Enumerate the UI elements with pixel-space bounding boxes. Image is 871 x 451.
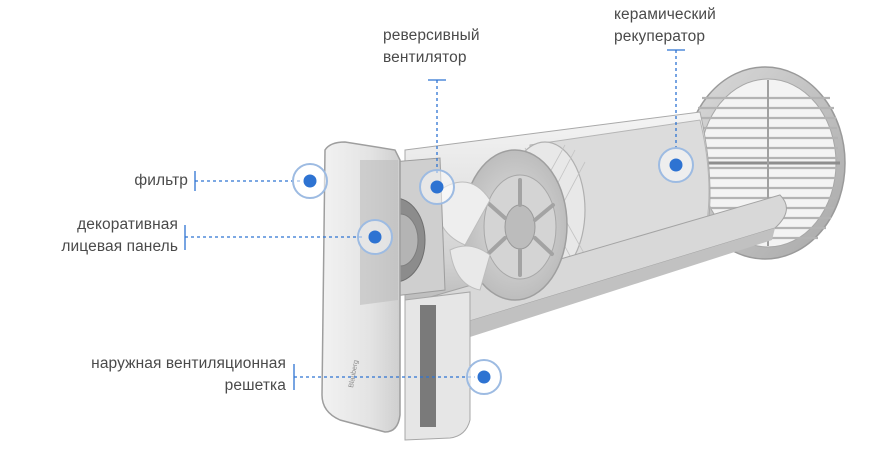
leader-lines xyxy=(185,50,677,378)
label-ticks xyxy=(184,49,685,390)
label-outer-grille: наружная вентиляционная решетка xyxy=(91,355,286,394)
marker-filter xyxy=(292,163,328,199)
label-filter: фильтр xyxy=(134,172,188,189)
label-reversible-fan: реверсивный вентилятор xyxy=(383,27,480,66)
marker-fan xyxy=(419,169,455,205)
label-front-panel: декоративная лицевая панель xyxy=(61,216,178,255)
marker-front-panel xyxy=(357,219,393,255)
brand-mark: Blauberg xyxy=(348,359,360,388)
label-ceramic-recuperator: керамический рекуператор xyxy=(614,6,716,45)
reversible-fan-illustration xyxy=(437,149,568,301)
marker-grille xyxy=(466,359,502,395)
marker-recuperator xyxy=(658,147,694,183)
